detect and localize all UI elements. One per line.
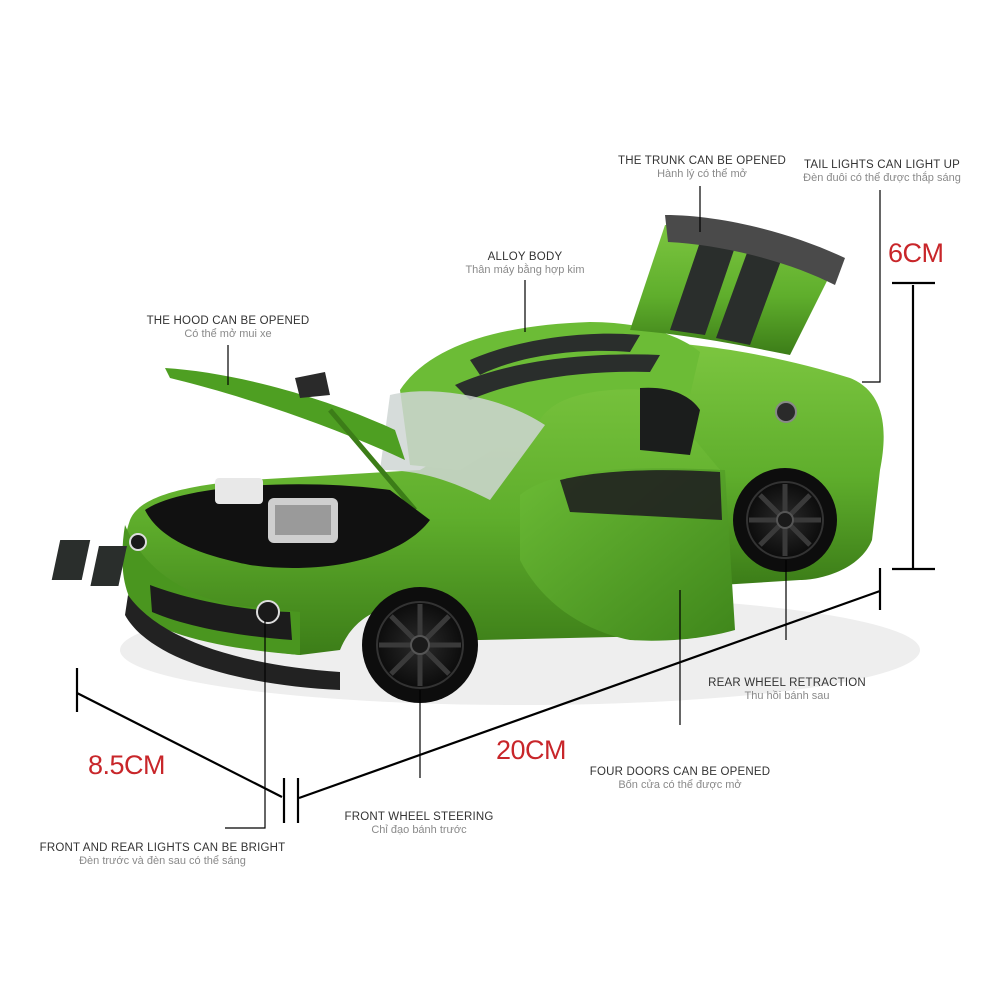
dimension-label-height: 6CM [888,238,944,268]
callout-four-doors: FOUR DOORS CAN BE OPENED Bốn cửa có thể … [580,765,780,792]
callout-front-wheel: FRONT WHEEL STEERING Chỉ đạo bánh trước [329,810,509,837]
roof-stripe [455,354,660,400]
callout-title: ALLOY BODY [487,251,563,263]
callout-subtitle: Đèn trước và đèn sau có thể sáng [79,855,246,867]
callout-tail-lights: TAIL LIGHTS CAN LIGHT UP Đèn đuôi có thể… [782,158,982,185]
front-wheel [362,587,478,703]
battery [215,478,263,504]
callout-rear-wheel: REAR WHEEL RETRACTION Thu hồi bánh sau [697,676,877,703]
callout-title: TAIL LIGHTS CAN LIGHT UP [803,159,961,171]
headlight [129,533,147,551]
callout-subtitle: Có thể mở mui xe [184,328,272,340]
roof-stripe [470,333,640,375]
callout-subtitle: Bốn cửa có thể được mở [618,779,742,791]
windshield [380,391,545,500]
front-splitter [125,595,340,690]
door-window [560,470,722,520]
rear-window [640,387,700,455]
hood-stripe [51,540,91,580]
front-grille [150,585,292,640]
callout-subtitle: Chỉ đạo bánh trước [371,824,467,836]
callout-title: REAR WHEEL RETRACTION [708,677,866,689]
callout-subtitle: Hành lý có thể mở [657,168,747,180]
callout-alloy-body: ALLOY BODY Thân máy bằng hợp kim [440,250,610,277]
trunk-stripe [670,242,735,335]
dimension-line-width [76,692,283,798]
dimension-line-length [298,589,881,800]
callout-hood: THE HOOD CAN BE OPENED Có thể mở mui xe [133,314,323,341]
callout-subtitle: Thu hồi bánh sau [744,690,830,702]
callout-trunk: THE TRUNK CAN BE OPENED Hành lý có thể m… [602,154,802,181]
hood-stripe [90,546,127,586]
callout-title: THE HOOD CAN BE OPENED [146,315,310,327]
dimension-label-length: 20CM [496,735,567,765]
callout-title: THE TRUNK CAN BE OPENED [618,155,786,167]
callout-subtitle: Thân máy bằng hợp kim [465,264,585,276]
dimension-label-width: 8.5CM [88,750,166,780]
callout-title: FRONT WHEEL STEERING [344,811,494,823]
callout-subtitle: Đèn đuôi có thể được thắp sáng [803,172,961,184]
side-mirror [295,372,330,398]
callout-title: FRONT AND REAR LIGHTS CAN BE BRIGHT [39,842,286,854]
fuel-cap [775,401,797,423]
callout-lights: FRONT AND REAR LIGHTS CAN BE BRIGHT Đèn … [30,841,295,868]
trunk-stripe [716,250,782,345]
leader-line-lights [225,620,266,829]
headlight [256,600,280,624]
open-hood [165,368,405,460]
leader-line-tail-lights [862,190,881,383]
callout-title: FOUR DOORS CAN BE OPENED [589,766,771,778]
rear-wheel [733,468,837,572]
spoiler [665,215,845,285]
